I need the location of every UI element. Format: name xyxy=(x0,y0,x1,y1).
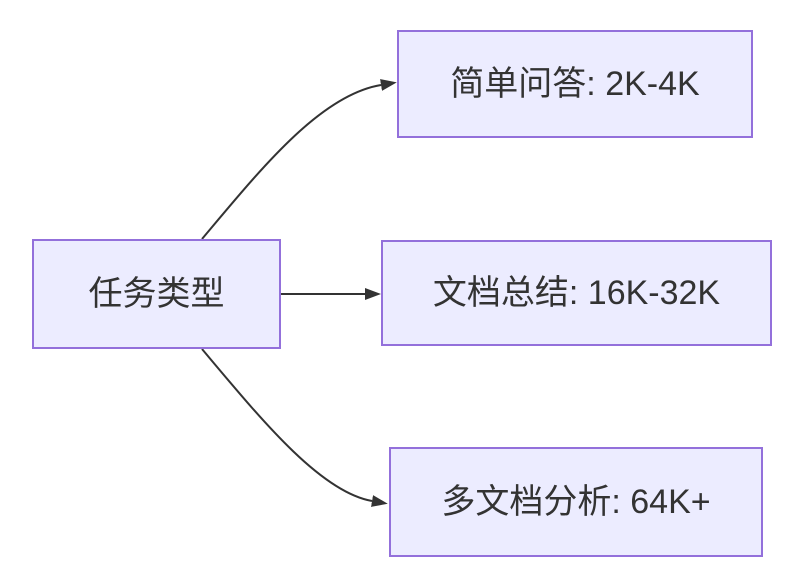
node-doc-summary: 文档总结: 16K-32K xyxy=(381,240,772,346)
node-simple-qa: 简单问答: 2K-4K xyxy=(397,30,753,138)
node-multi-doc-analysis: 多文档分析: 64K+ xyxy=(389,447,763,557)
edge-root-to-top xyxy=(201,79,397,240)
node-doc-summary-label: 文档总结: 16K-32K xyxy=(432,273,721,312)
node-task-type: 任务类型 xyxy=(32,239,281,349)
edge-root-to-bottom xyxy=(201,348,388,507)
node-multi-doc-analysis-label: 多文档分析: 64K+ xyxy=(441,482,711,521)
node-task-type-label: 任务类型 xyxy=(88,274,225,313)
node-simple-qa-label: 简单问答: 2K-4K xyxy=(450,64,700,103)
